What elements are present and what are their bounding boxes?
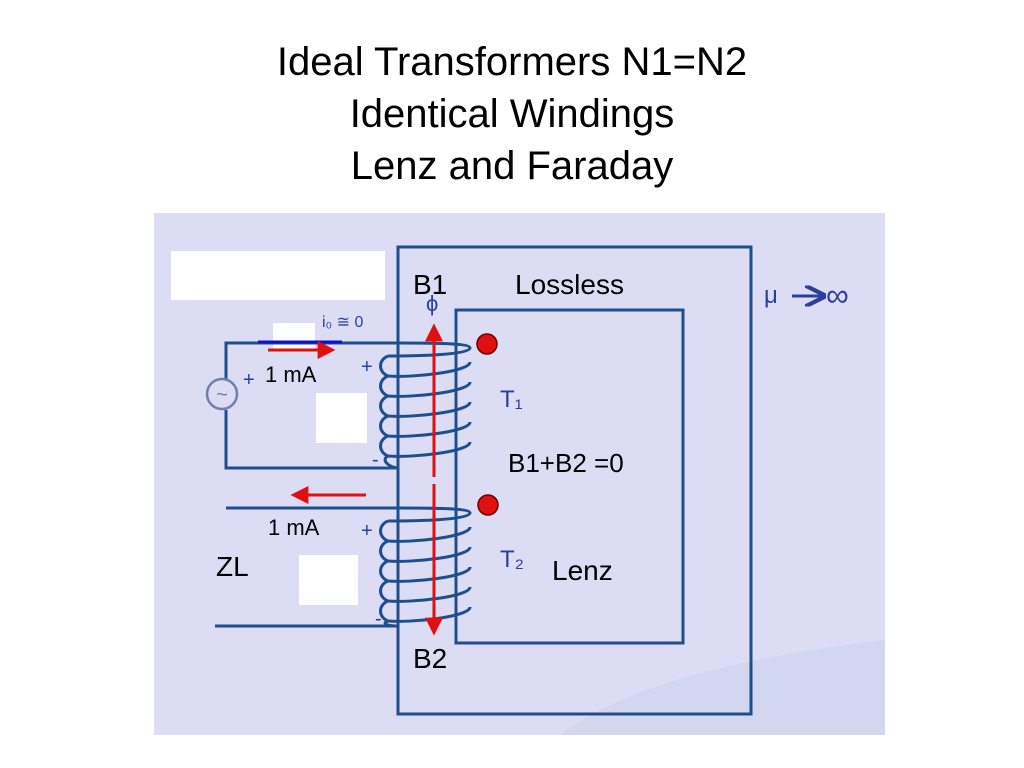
- infinity-label: ∞: [826, 277, 849, 313]
- title-line-1: Ideal Transformers N1=N2: [276, 40, 748, 84]
- transformer-core-outer: [396, 245, 753, 716]
- label-lenz: Lenz: [552, 555, 613, 586]
- secondary-minus-label: -: [375, 608, 382, 630]
- polarity-dot-secondary: [477, 494, 499, 516]
- label-current-primary: 1 mA: [265, 362, 317, 387]
- white-patch: [171, 251, 385, 300]
- transformer-core-inner: [454, 308, 685, 645]
- title-line-3: Lenz and Faraday: [350, 144, 674, 188]
- source-symbol: ~: [216, 384, 228, 406]
- secondary-plus-label: +: [361, 520, 373, 542]
- title-line-2: Identical Windings: [349, 92, 675, 136]
- mu-label: μ: [764, 282, 778, 309]
- white-patch: [273, 323, 315, 349]
- label-t2: T₂: [500, 546, 524, 573]
- secondary-winding: [379, 506, 472, 628]
- primary-plus-label: +: [361, 356, 373, 378]
- label-b2: B2: [413, 643, 447, 674]
- primary-minus-label: -: [372, 449, 379, 471]
- label-lossless: Lossless: [515, 269, 624, 300]
- primary-wire-bottom: [224, 410, 398, 470]
- white-patch: [316, 393, 367, 443]
- label-i-zero: i₀ ≅ 0: [322, 314, 363, 331]
- panel-decoration: [560, 640, 885, 735]
- label-load: ZL: [216, 551, 249, 582]
- polarity-dot-primary: [476, 333, 498, 355]
- white-patch: [299, 555, 358, 605]
- source-plus: +: [243, 369, 255, 391]
- label-t1: T₁: [500, 386, 523, 413]
- label-current-secondary: 1 mA: [268, 515, 320, 540]
- primary-winding: [379, 341, 472, 470]
- label-b1: B1: [413, 269, 447, 300]
- label-b-sum: B1+B2 =0: [508, 448, 624, 478]
- flux-phi-label: ϕ: [426, 291, 438, 316]
- ac-source-icon: [205, 377, 239, 411]
